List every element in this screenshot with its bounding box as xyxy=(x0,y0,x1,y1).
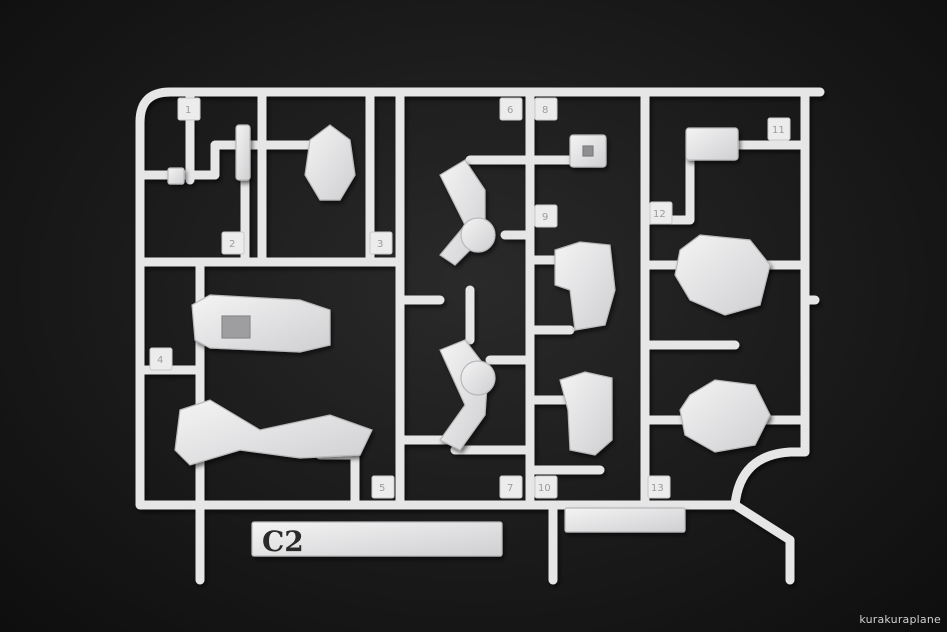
part-nameplate-left xyxy=(251,521,503,557)
model-parts xyxy=(167,124,771,557)
part-number-4: 4 xyxy=(157,355,163,366)
part-shield xyxy=(304,124,356,201)
part-number-labels: 1 2 3 4 5 6 7 8 9 10 11 12 13 xyxy=(157,105,785,494)
part-number-3: 3 xyxy=(377,239,383,250)
part-small-square xyxy=(167,167,185,185)
part-nameplate-right xyxy=(564,507,686,533)
part-clip xyxy=(685,127,739,161)
part-bracket-upper xyxy=(554,241,616,331)
part-hex-lower xyxy=(679,379,771,453)
part-blade xyxy=(174,399,373,466)
part-number-11: 11 xyxy=(772,125,785,136)
part-number-1: 1 xyxy=(185,105,191,116)
part-number-10: 10 xyxy=(538,483,551,494)
part-hex-upper xyxy=(674,234,771,316)
part-bracket-lower xyxy=(559,371,613,456)
part-number-6: 6 xyxy=(507,105,513,116)
part-number-12: 12 xyxy=(653,209,666,220)
part-number-5: 5 xyxy=(379,483,385,494)
part-number-tabs xyxy=(149,97,791,499)
part-number-9: 9 xyxy=(542,212,548,223)
part-number-13: 13 xyxy=(651,483,664,494)
watermark-text: kurakuraplane xyxy=(859,613,941,626)
part-number-7: 7 xyxy=(507,483,513,494)
part-number-8: 8 xyxy=(542,105,548,116)
part-pin xyxy=(235,124,251,181)
part-number-2: 2 xyxy=(229,239,235,250)
part-housing xyxy=(191,294,331,353)
sprue-code-label: C2 xyxy=(262,525,304,558)
